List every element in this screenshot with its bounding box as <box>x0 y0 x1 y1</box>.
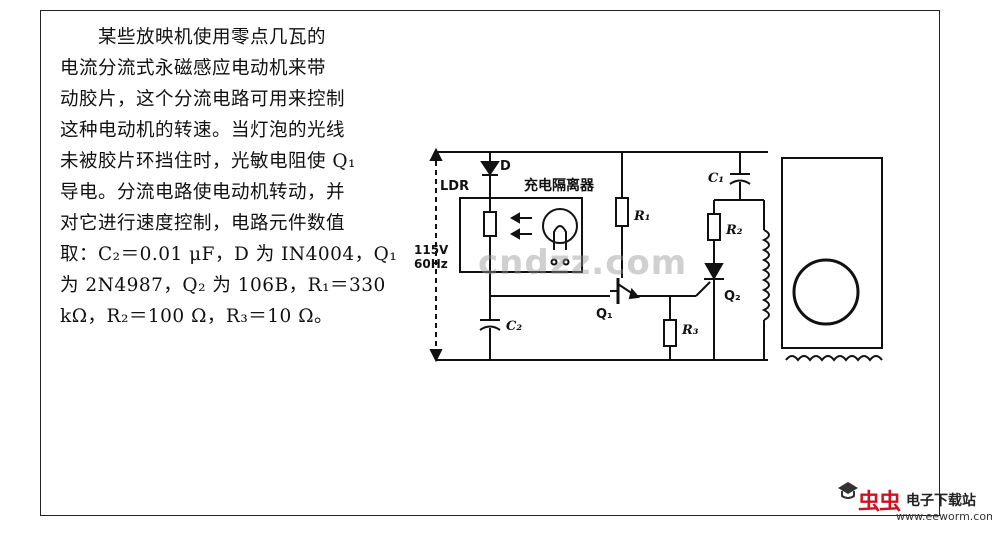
text-line: kΩ，R₂＝100 Ω，R₃＝10 Ω。 <box>60 306 334 327</box>
diode-symbol <box>480 161 500 176</box>
label-ldr: LDR <box>440 179 469 194</box>
text-line: 电流分流式永磁感应电动机来带 <box>60 58 327 79</box>
logo-url: www.eeworm.com <box>896 510 992 523</box>
description-text: 某些放映机使用零点几瓦的 电流分流式永磁感应电动机来带 动胶片，这个分流电路可用… <box>60 22 398 332</box>
r1-resistor <box>615 197 629 227</box>
text-line: 动胶片，这个分流电路可用来控制 <box>60 89 346 110</box>
label-r2: R₂ <box>725 223 743 238</box>
ldr-resistor <box>483 211 497 237</box>
text-line: 这种电动机的转速。当灯泡的光线 <box>60 120 346 141</box>
text-line: 取：C₂＝0.01 μF，D 为 IN4004，Q₁ <box>60 244 398 265</box>
motor-winding <box>785 355 883 362</box>
label-r3: R₃ <box>681 323 699 338</box>
logo-red-text: 虫虫 <box>858 490 901 515</box>
r3-resistor <box>663 319 677 347</box>
label-isolator: 充电隔离器 <box>524 177 595 194</box>
lamp-icon <box>542 208 578 244</box>
isolator-box <box>459 197 583 273</box>
label-frequency: 60Hz <box>414 257 448 271</box>
motor-housing <box>781 157 883 349</box>
c1-plate-bottom <box>729 179 751 185</box>
label-c2: C₂ <box>506 319 522 334</box>
text-line: 导电。分流电路使电动机转动，并 <box>60 182 346 203</box>
label-diode: D <box>500 159 511 174</box>
label-q1: Q₁ <box>596 307 613 322</box>
arrow-down-icon <box>429 349 443 363</box>
c2-plate-bottom <box>479 325 501 331</box>
label-r1: R₁ <box>633 209 651 224</box>
label-c1: C₁ <box>708 171 724 186</box>
label-q2: Q₂ <box>724 289 741 304</box>
text-line: 某些放映机使用零点几瓦的 <box>98 27 327 48</box>
diagram-frame <box>40 10 940 516</box>
watermark-text: cndzz.com <box>478 243 688 283</box>
graduation-cap-icon <box>838 482 858 499</box>
motor-rotor <box>792 258 860 326</box>
label-voltage: 115V <box>414 243 449 257</box>
text-line: 未被胶片环挡住时，光敏电阻使 Q₁ <box>60 151 356 172</box>
logo-brand-text: 电子下载站 <box>906 493 976 509</box>
q2-thyristor <box>704 263 724 281</box>
motor-coil <box>761 229 770 321</box>
text-line: 对它进行速度控制，电路元件数值 <box>60 213 346 234</box>
site-logo[interactable]: 虫虫 电子下载站 www.eeworm.com <box>836 480 992 530</box>
text-line: 为 2N4987，Q₂ 为 106B，R₁＝330 <box>60 275 386 296</box>
r2-resistor <box>707 213 721 241</box>
arrow-up-icon <box>429 147 443 161</box>
